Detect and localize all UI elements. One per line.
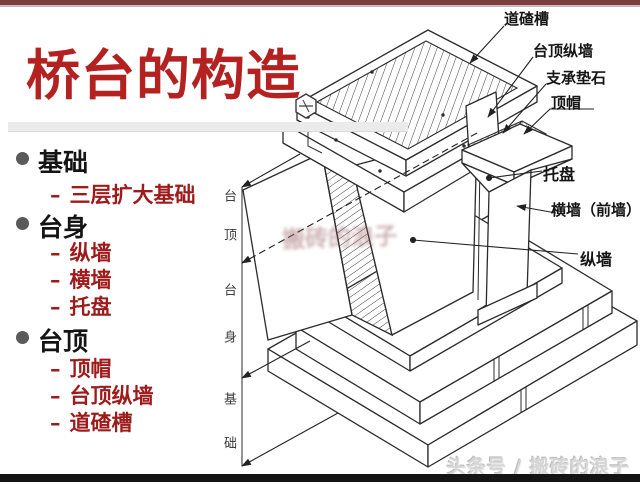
outline-subitem-transverse-wall: –横墙 [50,267,112,292]
dim-label-jichu: 基础 [221,392,236,480]
hexagon-logo [295,93,317,119]
top-accent-bar [0,0,640,7]
dash-marker: – [50,240,61,265]
dash-marker: – [50,294,61,319]
part-label-longitudinal-wall: 纵墙 [580,250,613,269]
part-label-top-cap: 顶帽 [551,94,582,112]
outline-subitem-top-cap: –顶帽 [50,356,112,381]
dim-label-taishen: 台身 [221,283,236,377]
part-label-front-wall: 横墙（前墙） [551,201,640,219]
outline-subitem-top-longitudinal-wall: –台顶纵墙 [50,383,154,408]
title-divider [8,122,408,132]
part-label-ballast-trough: 道碴槽 [504,10,550,28]
bullet-icon [16,331,29,344]
outline-item-body: 台身 [38,213,89,242]
dash-marker: – [50,267,61,292]
dash-marker: – [50,383,61,408]
outline-item-top: 台顶 [38,327,89,356]
dash-marker: – [50,356,61,381]
bullet-icon [16,152,29,165]
outline-subitem-ballast-trough: –道碴槽 [50,410,133,435]
outline-item-foundation: 基础 [38,148,89,177]
outline-subitem-three-layer-footing: –三层扩大基础 [50,182,196,207]
outline-subitem-bracket: –托盘 [50,294,112,319]
dash-marker: – [50,410,61,435]
footer-watermark: 头条号 / 搬砖的浪子 [446,456,630,478]
center-watermark: 搬砖的浪子 [281,223,398,254]
dim-label-taiding: 台顶 [221,189,236,267]
dimension-line [241,132,478,467]
part-label-top-long-wall: 台顶纵墙 [533,42,594,60]
bottom-bar [0,474,640,482]
dash-marker: – [50,182,61,207]
bullet-icon [16,217,29,230]
part-label-bearing-pad: 支承垫石 [546,69,607,87]
outline-subitem-longitudinal-wall: –纵墙 [50,240,112,265]
page-title: 桥台的构造 [26,44,301,107]
leader-lines [409,25,594,255]
part-label-bracket: 托盘 [543,165,576,184]
